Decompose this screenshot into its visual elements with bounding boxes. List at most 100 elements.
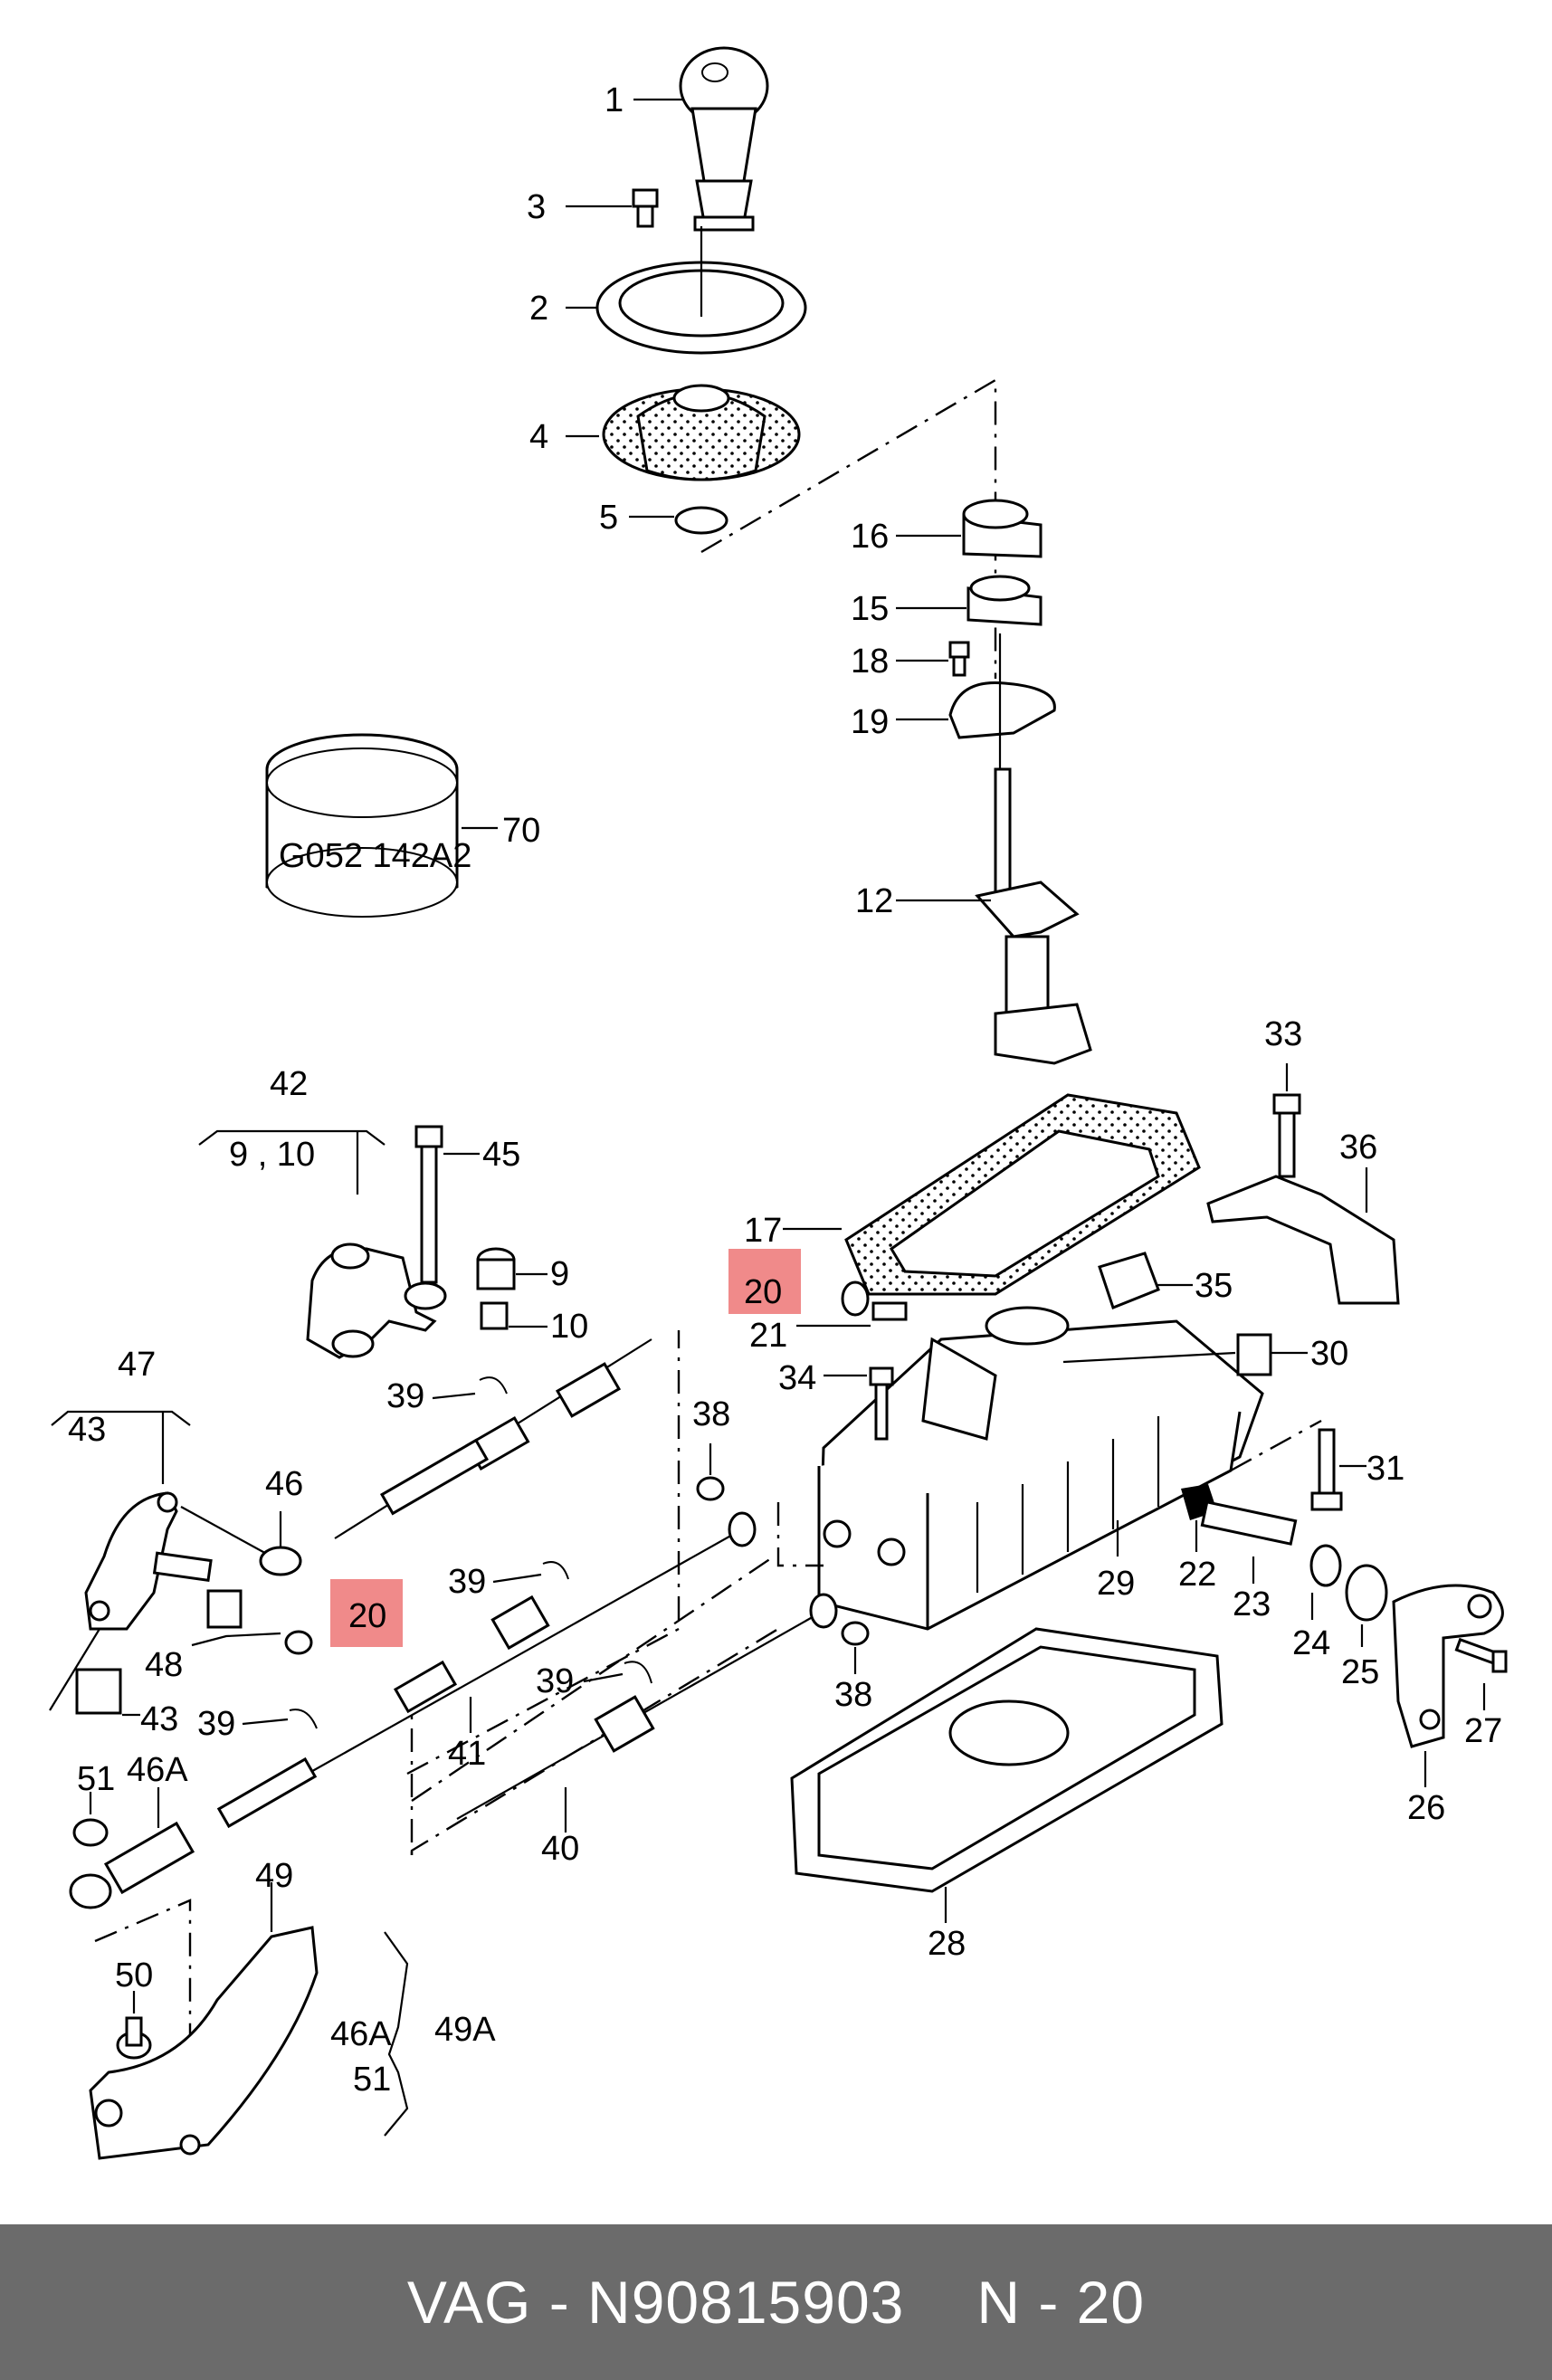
- label-5: 5: [599, 499, 618, 537]
- label-43-lower: 43: [140, 1700, 178, 1738]
- label-38-upper: 38: [692, 1395, 730, 1433]
- label-18: 18: [851, 643, 889, 681]
- screw-27: [1454, 1637, 1508, 1673]
- label-28: 28: [928, 1925, 966, 1963]
- label-34: 34: [778, 1359, 816, 1397]
- bush-9: [476, 1247, 516, 1290]
- pin-48: [152, 1551, 313, 1655]
- label-51-lower: 51: [353, 2061, 391, 2099]
- o-ring-5: [674, 506, 728, 535]
- shift-lever-12: [975, 767, 1092, 1065]
- label-49: 49: [255, 1857, 293, 1895]
- label-70: 70: [502, 812, 540, 850]
- label-20-upper: 20: [744, 1273, 782, 1311]
- clip-39-d: [289, 1709, 318, 1729]
- washer-24: [1309, 1544, 1342, 1587]
- label-38-lower: 38: [834, 1676, 872, 1714]
- footer-part-number: VAG - N90815903: [406, 2269, 905, 2336]
- screw-34: [869, 1366, 894, 1441]
- label-22: 22: [1178, 1556, 1216, 1594]
- linkage-47: [84, 1491, 302, 1631]
- footer-reference: N - 20: [976, 2269, 1146, 2336]
- cap-51: [72, 1818, 109, 1847]
- drum-print: G052 142A2: [279, 837, 471, 875]
- gear-knob: [679, 46, 769, 232]
- label-31: 31: [1366, 1450, 1404, 1488]
- label-42: 42: [270, 1065, 308, 1103]
- label-39-a: 39: [386, 1377, 424, 1415]
- screw-3: [632, 188, 659, 228]
- label-46A-lower: 46A: [330, 2015, 392, 2053]
- clip-35: [1098, 1252, 1160, 1309]
- label-17: 17: [744, 1212, 782, 1250]
- label-21: 21: [749, 1317, 787, 1355]
- label-16: 16: [851, 518, 889, 556]
- dashed-bracket-cable-upper: [406, 1330, 681, 1775]
- clip-39-c: [624, 1661, 652, 1684]
- exploded-parts-diagram: 1 3 2 4 5 16 15 18 19 70 G052 142A2 12 3…: [49, 46, 1508, 2160]
- bracket-49: [89, 1926, 319, 2160]
- circlip-20-upper: [841, 1280, 870, 1317]
- label-46: 46: [265, 1465, 303, 1503]
- cable-upper: [334, 1338, 652, 1539]
- clip-30: [1236, 1333, 1272, 1376]
- highlight-box-upper: [728, 1249, 801, 1314]
- highlight-box-lower: [330, 1579, 403, 1647]
- label-4: 4: [529, 418, 548, 456]
- bracket-36: [1206, 1175, 1400, 1305]
- screw-45: [414, 1125, 443, 1284]
- label-15: 15: [851, 590, 889, 628]
- brace-49A: [384, 1931, 409, 2137]
- dashed-bracket-housing: [776, 1502, 824, 1567]
- label-2: 2: [529, 290, 548, 328]
- label-19: 19: [851, 703, 889, 741]
- label-27: 27: [1464, 1712, 1502, 1750]
- label-50: 50: [115, 1956, 153, 1994]
- label-35: 35: [1195, 1267, 1233, 1305]
- label-23: 23: [1233, 1585, 1271, 1623]
- screw-33: [1272, 1093, 1301, 1178]
- retainer-19: [948, 681, 1056, 739]
- gear-boot-4: [602, 384, 801, 481]
- label-12: 12: [855, 882, 893, 920]
- label-41: 41: [448, 1735, 486, 1773]
- sleeve-10: [480, 1301, 509, 1330]
- label-49A: 49A: [434, 2011, 496, 2049]
- clip-39-a: [479, 1376, 508, 1395]
- bush-25: [1345, 1564, 1388, 1622]
- pin-21: [871, 1301, 908, 1321]
- label-39-d: 39: [197, 1705, 235, 1743]
- cable-41: [216, 1511, 757, 1829]
- label-26: 26: [1407, 1789, 1445, 1827]
- screw-18: [948, 641, 970, 677]
- nut-38-upper: [696, 1476, 725, 1501]
- dashed-bracket-upper: [700, 377, 997, 679]
- dashed-line-31: [1230, 1419, 1322, 1472]
- cable-end-46A: [69, 1821, 195, 1909]
- pin-23: [1200, 1500, 1298, 1546]
- label-20-lower: 20: [348, 1597, 386, 1635]
- label-10: 10: [550, 1308, 588, 1346]
- label-33: 33: [1264, 1015, 1302, 1053]
- label-47: 47: [118, 1346, 156, 1384]
- label-46A-upper: 46A: [127, 1751, 188, 1789]
- label-39-c: 39: [536, 1662, 574, 1700]
- label-39-b: 39: [448, 1563, 486, 1601]
- label-29: 29: [1097, 1565, 1135, 1603]
- label-25: 25: [1341, 1653, 1379, 1691]
- clip-39-b: [542, 1561, 569, 1580]
- shift-housing-29: [817, 1306, 1264, 1631]
- dashed-bracket-cable-mid: [411, 1556, 775, 1802]
- lever-26: [1392, 1584, 1504, 1748]
- label-9: 9: [550, 1255, 569, 1293]
- trim-ring-2: [595, 226, 807, 355]
- sealant-drum-70: [265, 733, 459, 918]
- nut-38-lower: [841, 1621, 870, 1646]
- bush-43: [75, 1668, 122, 1715]
- footer-banner: VAG - N90815903 N - 20: [0, 2224, 1552, 2380]
- nut-50: [116, 2016, 152, 2060]
- label-48: 48: [145, 1646, 183, 1684]
- label-36: 36: [1339, 1128, 1377, 1166]
- label-24: 24: [1292, 1624, 1330, 1662]
- bush-15: [966, 575, 1043, 626]
